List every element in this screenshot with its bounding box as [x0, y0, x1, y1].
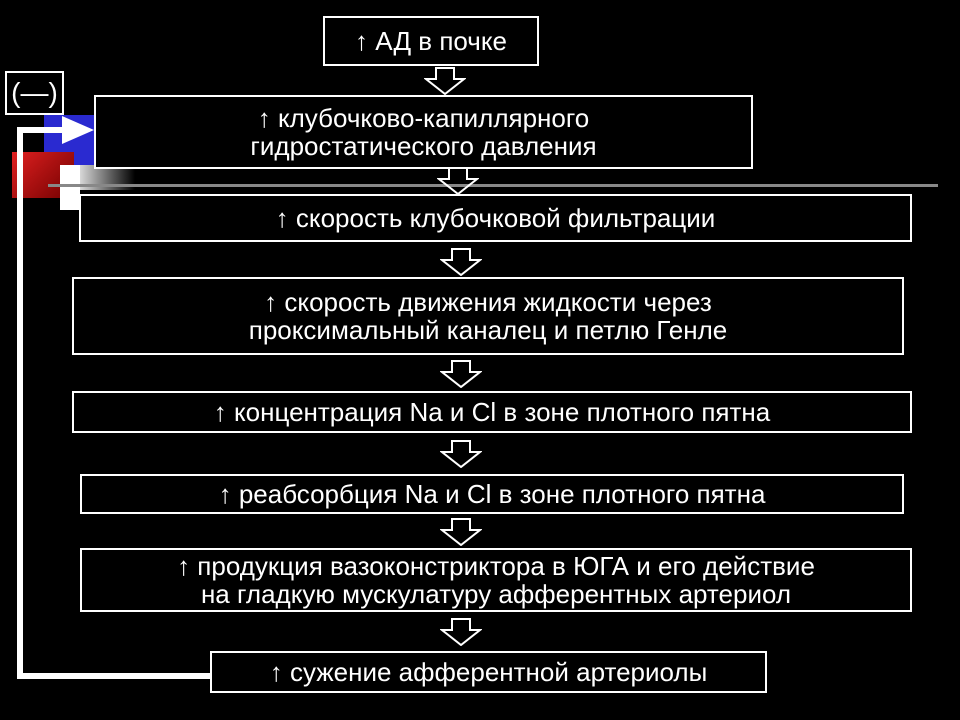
- box-na-cl-concentration-text: ↑ концентрация Na и Cl в зоне плотного п…: [213, 397, 771, 427]
- box-fluid-flow-line1: ↑ скорость движения жидкости через: [264, 287, 712, 317]
- box-bp-kidney: ↑ АД в почке: [323, 16, 539, 66]
- box-glomerular-pressure-line1: ↑ клубочково-капиллярного: [257, 103, 590, 133]
- box-arteriole-narrowing: ↑ сужение афферентной артериолы: [210, 651, 767, 693]
- down-arrow-3: [440, 248, 482, 276]
- down-arrow-5: [440, 440, 482, 468]
- down-arrow-7: [440, 618, 482, 646]
- box-glomerular-pressure-line2: гидростатического давления: [250, 131, 597, 161]
- box-glomerular-pressure: ↑ клубочково-капиллярного гидростатическ…: [94, 95, 753, 169]
- box-gfr-text: ↑ скорость клубочковой фильтрации: [275, 203, 716, 233]
- box-na-cl-reabsorption-text: ↑ реабсорбция Na и Cl в зоне плотного пя…: [218, 479, 766, 509]
- box-arteriole-narrowing-text: ↑ сужение афферентной артериолы: [269, 657, 708, 687]
- box-vasoconstrictor-line2: на гладкую мускулатуру афферентных артер…: [200, 579, 792, 609]
- feedback-label-text: (—): [11, 77, 58, 108]
- box-na-cl-concentration: ↑ концентрация Na и Cl в зоне плотного п…: [72, 391, 912, 433]
- box-fluid-flow-line2: проксимальный каналец и петлю Генле: [248, 315, 728, 345]
- box-vasoconstrictor: ↑ продукция вазоконстриктора в ЮГА и его…: [80, 548, 912, 612]
- box-vasoconstrictor-line1: ↑ продукция вазоконстриктора в ЮГА и его…: [177, 551, 815, 581]
- box-gfr: ↑ скорость клубочковой фильтрации: [79, 194, 912, 242]
- feedback-label: (—): [5, 71, 64, 115]
- down-arrow-6: [440, 518, 482, 546]
- box-bp-kidney-text: ↑ АД в почке: [355, 26, 507, 56]
- down-arrow-4: [440, 360, 482, 388]
- box-na-cl-reabsorption: ↑ реабсорбция Na и Cl в зоне плотного пя…: [80, 474, 904, 514]
- feedback-loop-line: [17, 127, 212, 679]
- feedback-arrowhead: [62, 116, 94, 144]
- box-fluid-flow: ↑ скорость движения жидкости через прокс…: [72, 277, 904, 355]
- grey-line-decoration: [48, 184, 938, 187]
- down-arrow-1: [424, 67, 466, 95]
- down-arrow-2: [437, 167, 479, 195]
- white-square-decoration: [60, 165, 80, 210]
